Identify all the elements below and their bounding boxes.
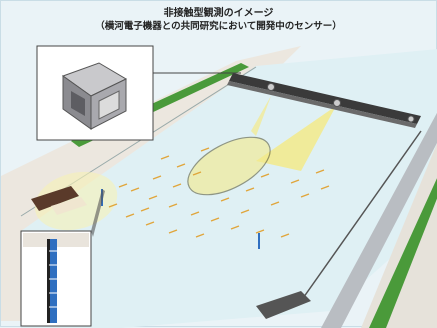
diagram-subtitle: （横河電子機器との共同研究において開発中のセンサー）	[95, 21, 342, 32]
channel-slab	[256, 291, 311, 319]
sensor-unit-icon	[61, 62, 128, 130]
flow-markers	[108, 147, 330, 238]
dock-platform	[51, 197, 87, 215]
channel-wall-right	[321, 112, 437, 328]
observation-area-center	[187, 136, 271, 196]
grass-strip-right	[369, 178, 437, 328]
water-gauge-pole-icon	[47, 239, 57, 323]
dock-structure	[31, 186, 79, 211]
gauge-inset-leader	[91, 189, 105, 237]
sensor-beam-right	[256, 106, 336, 171]
channel-rail	[300, 130, 422, 302]
diagram-title: 非接触型観測のイメージ	[163, 8, 274, 19]
sensor-beam-left	[251, 96, 271, 136]
bridge-sensor-icon	[227, 73, 421, 128]
right-bank	[361, 143, 437, 328]
